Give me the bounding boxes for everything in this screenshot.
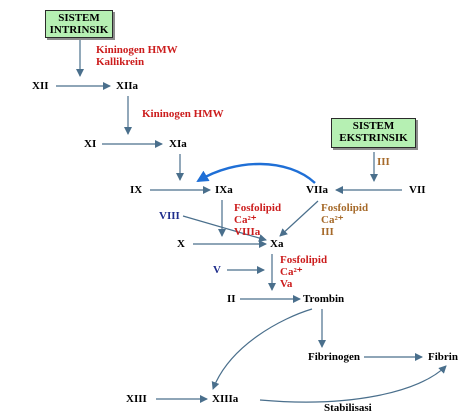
factor-xiii: XIII [126, 393, 147, 405]
factor-v: V [213, 264, 221, 276]
ixa-fosfolipid-label: Fosfolipid [234, 202, 282, 214]
ixa-ca-label: Ca²⁺ [234, 214, 257, 226]
cofactors-xa: Fosfolipid Ca²⁺ Va [280, 254, 327, 290]
xa-fosfolipid-label: Fosfolipid [280, 254, 328, 266]
cofactors-viia: Fosfolipid Ca²⁺ III [321, 202, 368, 238]
factor-xiia: XIIa [116, 80, 139, 92]
factor-viii: VIII [159, 210, 180, 222]
arrow-trombin-to-xiiia [211, 308, 313, 390]
arrow-xiiia-stabilisasi [259, 365, 447, 403]
factor-xia: XIa [169, 138, 187, 150]
xa-ca-label: Ca²⁺ [280, 266, 303, 278]
intrinsic-box-line1: SISTEM [58, 12, 100, 24]
viia-ca-label: Ca²⁺ [321, 214, 344, 226]
arrow-viia-to-xa [279, 200, 319, 237]
factor-ii: II [227, 293, 236, 305]
intrinsic-box-line2: INTRINSIK [49, 24, 109, 36]
kininogen-hmw-label: Kininogen HMW [96, 44, 178, 56]
factor-xii: XII [32, 80, 49, 92]
kallikrein-label: Kallikrein [96, 56, 145, 68]
factor-xi: XI [84, 138, 97, 150]
stabilisasi-label: Stabilisasi [324, 402, 372, 414]
factor-x: X [177, 238, 185, 250]
cofactor-xii-activation: Kininogen HMW Kallikrein [96, 44, 178, 68]
fibrin: Fibrin [428, 351, 458, 363]
viia-fosfolipid-label: Fosfolipid [321, 202, 369, 214]
xa-va-label: Va [280, 278, 293, 290]
factor-ixa: IXa [215, 184, 233, 196]
factor-vii: VII [409, 184, 426, 196]
intrinsic-system-box: SISTEM INTRINSIK [45, 10, 113, 38]
factor-ix: IX [130, 184, 143, 196]
extrinsic-box-line1: SISTEM [352, 120, 395, 132]
arrow-viii-to-xa [182, 215, 267, 242]
ixa-viiia-label: VIIIa [234, 226, 261, 238]
arrow-viia-activates-ix [196, 162, 316, 184]
tissue-factor-iii: III [377, 156, 390, 168]
factor-viia: VIIa [306, 184, 329, 196]
extrinsic-system-box: SISTEM EKSTRINSIK [331, 118, 416, 148]
trombin: Trombin [303, 293, 345, 305]
factor-xa: Xa [270, 238, 284, 250]
cofactors-ixa: Fosfolipid Ca²⁺ VIIIa [234, 202, 281, 238]
kininogen-hmw-label-2: Kininogen HMW [142, 108, 224, 120]
fibrinogen: Fibrinogen [308, 351, 360, 363]
extrinsic-box-line2: EKSTRINSIK [339, 132, 408, 144]
factor-xiiia: XIIIa [212, 393, 239, 405]
viia-iii-label: III [321, 226, 334, 238]
